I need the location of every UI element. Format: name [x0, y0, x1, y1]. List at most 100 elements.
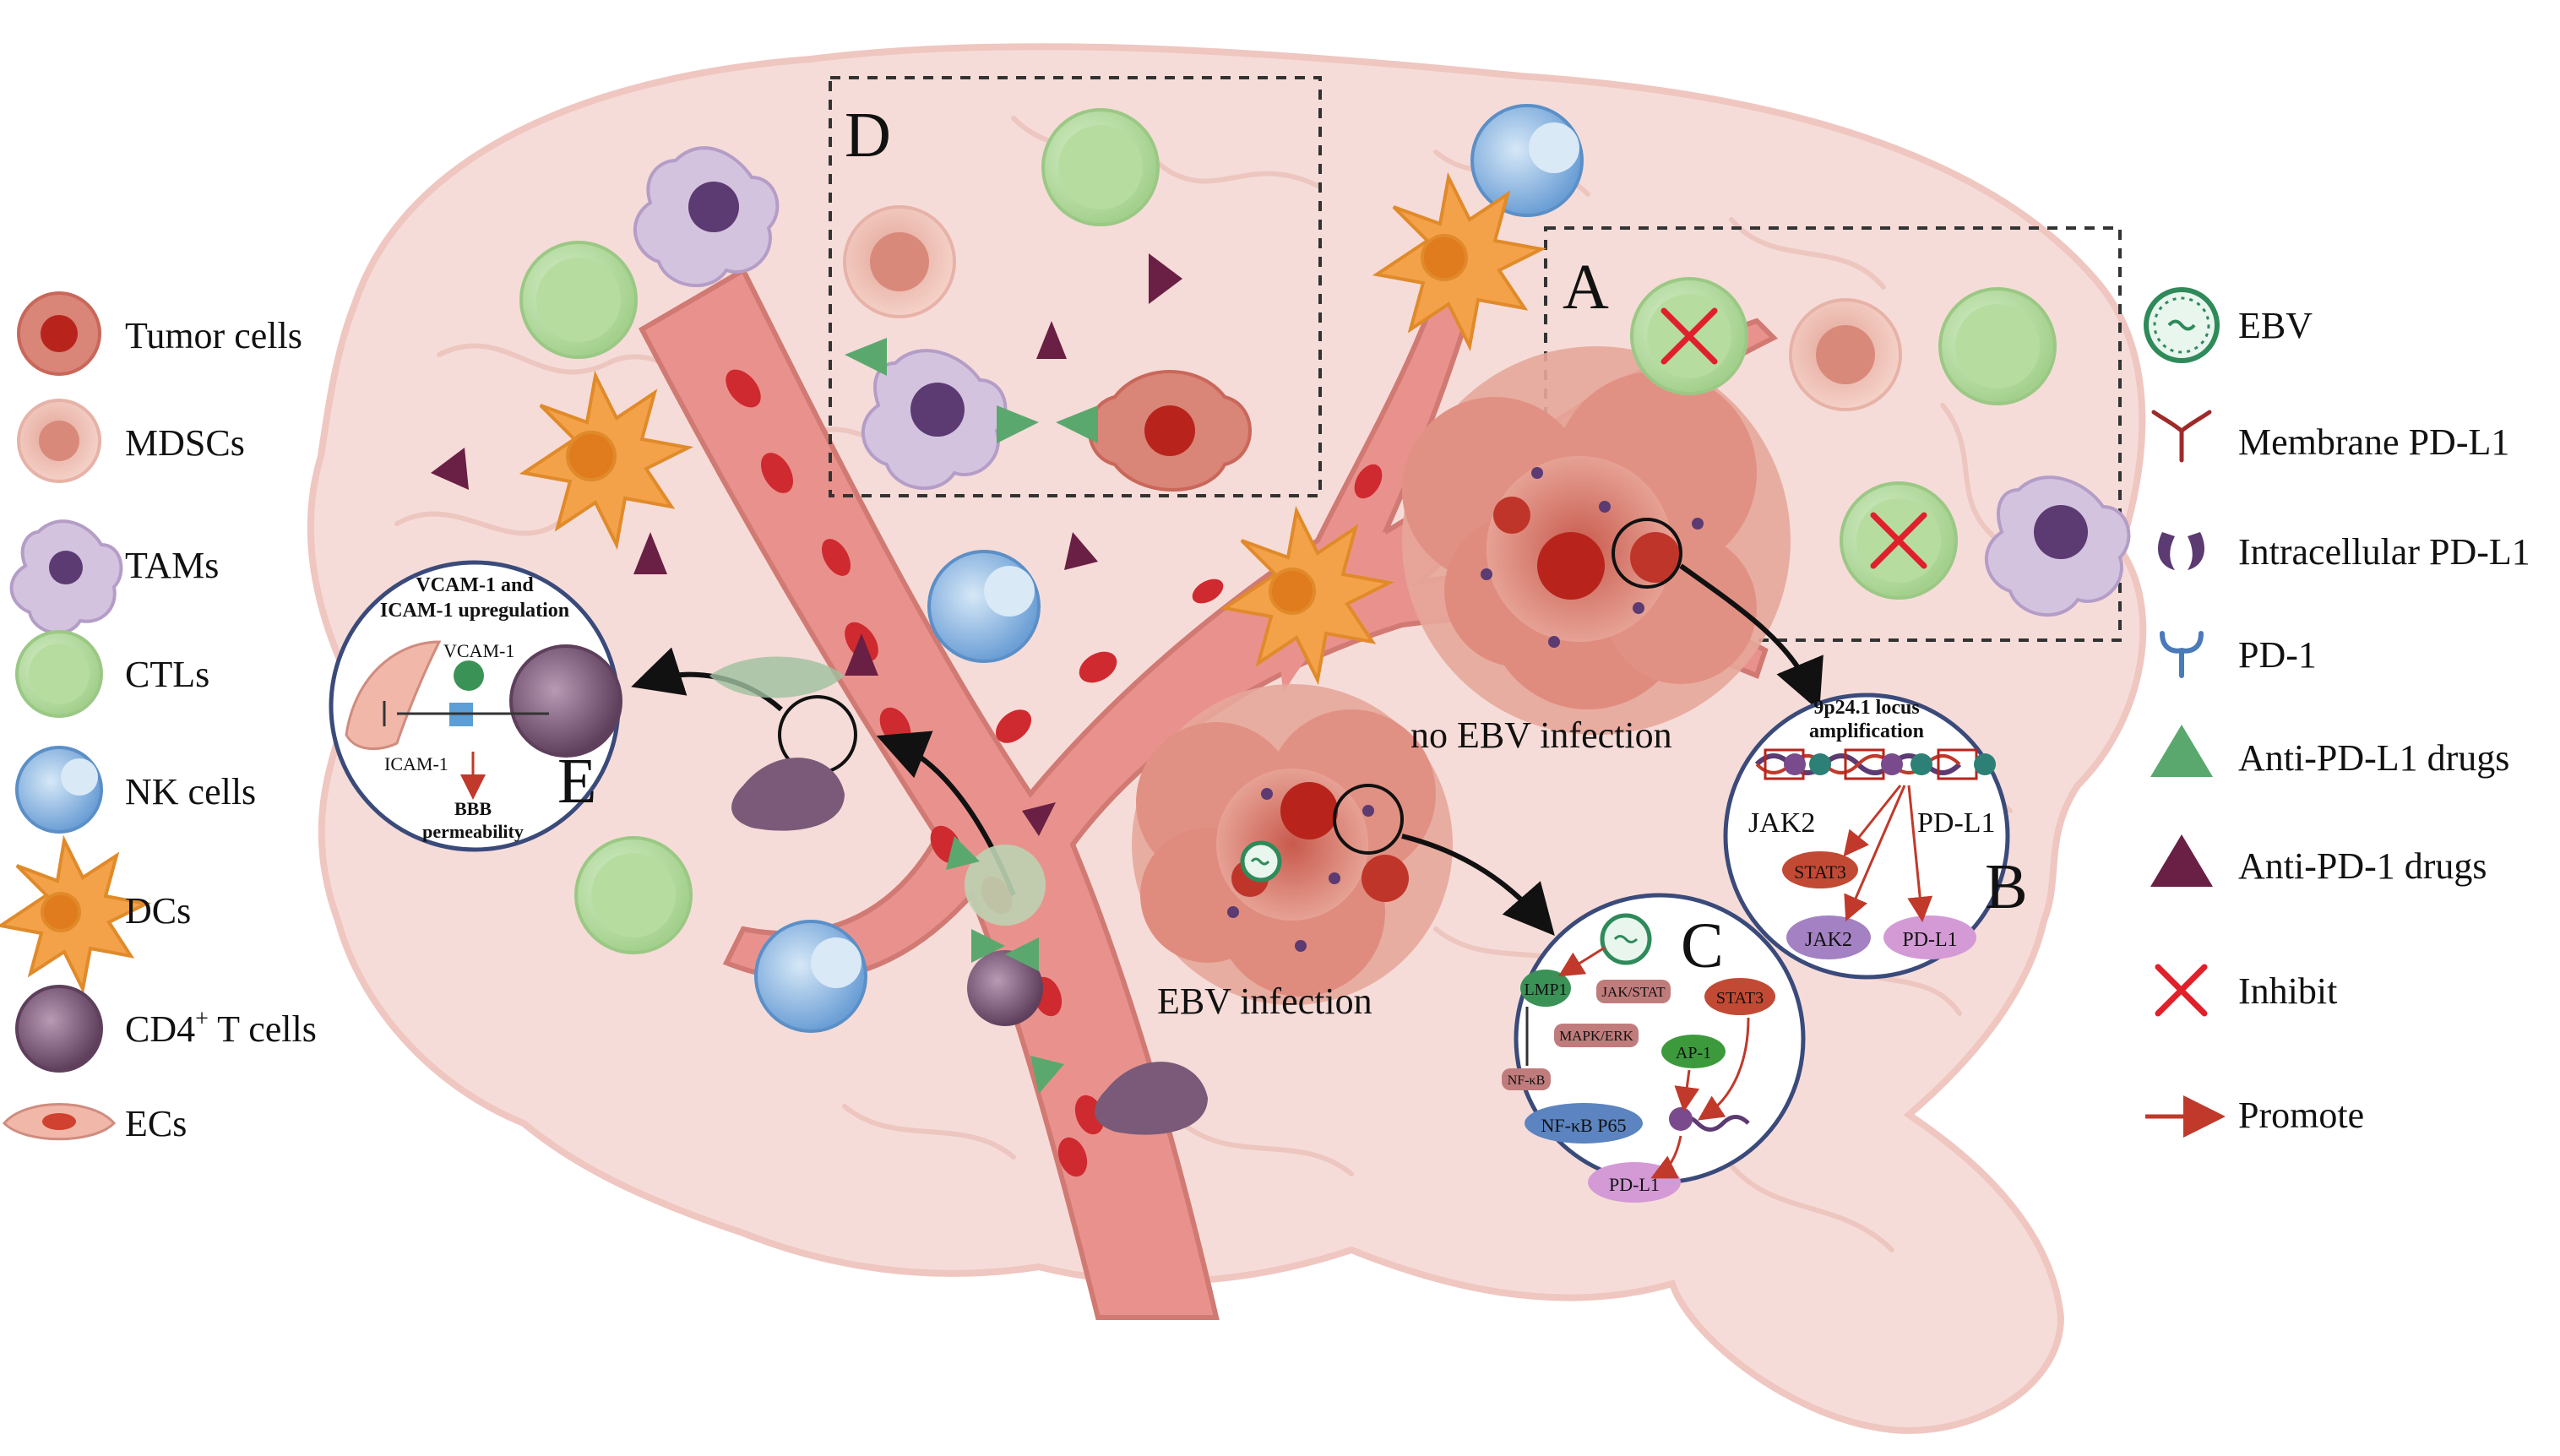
anti-pdl1-drug-icon [2150, 725, 2213, 777]
ctl-cell [519, 241, 638, 359]
ctl-cell [1041, 108, 1160, 226]
mdsc-cell [843, 205, 956, 318]
legend-right-0: EBV [2238, 305, 2313, 346]
pd1-icon [2160, 631, 2204, 678]
dc-cell [519, 370, 694, 551]
panel-b-pdl1-blob-label: PD-L1 [1902, 929, 1957, 951]
dc-icon [0, 834, 152, 995]
panel-c-nfkb: NF-κB [1508, 1073, 1546, 1088]
panel-b-jak2-blob-label: JAK2 [1805, 929, 1852, 951]
zoom-circle-b [1612, 518, 1682, 589]
legend-right-4: Anti-PD-L1 drugs [2238, 737, 2509, 779]
nk-cell [1470, 104, 1584, 217]
panel-e-label: E [557, 746, 596, 817]
stat3-blob-c [1704, 978, 1775, 1015]
nfkb-p65-blob [1525, 1103, 1643, 1144]
legend-right-1: Membrane PD-L1 [2238, 421, 2509, 463]
panel-b-stat3: STAT3 [1794, 861, 1846, 883]
panel-e-vcam: VCAM-1 [443, 640, 514, 661]
tam-icon [9, 519, 123, 635]
anti-pd1-drug-icon [2150, 834, 2213, 887]
ctl-cell [1938, 287, 2057, 405]
tumor-cell-icon [17, 291, 101, 376]
legend-left-0: Tumor cells [125, 315, 302, 356]
legend-left-3: CTLs [125, 654, 209, 695]
legend-right-5: Anti-PD-1 drugs [2238, 845, 2487, 887]
panel-b-jak2-blob [1786, 915, 1871, 959]
panel-c-circle: C LMP1 JAK/STAT STAT3 MAPK/ERK AP-1 NF-κ… [1502, 893, 1806, 1203]
panel-e-title-1: VCAM-1 and [416, 574, 534, 596]
legend-left-5: DCs [125, 890, 191, 932]
legend-right-3: PD-1 [2238, 634, 2317, 676]
cd4-t-cell-in-e [509, 644, 622, 758]
panel-a-label: A [1563, 252, 1609, 323]
panel-b-title-1: 9p24.1 locus [1813, 697, 1919, 719]
legend-left-6: CD4+ T cells [125, 1006, 317, 1050]
lmp1-blob [1520, 970, 1571, 1007]
panel-c-lmp1: LMP1 [1524, 981, 1567, 999]
tumor-mass-ebv [1132, 684, 1453, 1005]
ec-cell [709, 656, 845, 698]
anti-pd1-drugs [431, 253, 1182, 836]
ebv-icon [2144, 287, 2220, 363]
arrow-to-b [1679, 563, 1824, 712]
intracellular-pdl1-icon [2158, 532, 2204, 570]
legend-left-2: TAMs [125, 545, 219, 586]
cd4-t-cell-icon [15, 985, 103, 1073]
tumor-cell [1088, 370, 1252, 492]
panel-e-bbb-2: permeability [422, 821, 524, 842]
no-ebv-infection-label: no EBV infection [1410, 714, 1672, 756]
endothelial-cell-shape [345, 640, 442, 751]
panel-b-jak2: JAK2 [1748, 807, 1815, 839]
ap1-blob [1661, 1035, 1726, 1068]
legend-left-1: MDSCs [125, 422, 245, 464]
legend-left-7: ECs [125, 1103, 187, 1144]
legend-right-7: Promote [2238, 1095, 2364, 1136]
tam-cell [1985, 475, 2131, 617]
dc-cell [1372, 171, 1547, 352]
panel-e-circle: VCAM-1 and ICAM-1 upregulation VCAM-1 IC… [329, 560, 622, 852]
panel-b-pdl1: PD-L1 [1917, 807, 1996, 839]
panel-b-pdl1-blob [1883, 915, 1976, 959]
nk-cell-icon [15, 746, 103, 834]
panel-c-jak-stat: JAK/STAT [1601, 984, 1666, 1000]
membrane-pdl1-icon [2151, 410, 2212, 463]
inhibit-mark [1660, 307, 1927, 569]
panel-c-nfkb-p65: NF-κB P65 [1541, 1115, 1627, 1136]
panel-d-label: D [845, 100, 891, 171]
cd4-t-cell-migrating [1095, 1062, 1208, 1135]
panel-b-circle: 9p24.1 locus amplification JAK2 PD-L1 ST… [1723, 693, 2028, 980]
dc-cell [1220, 505, 1395, 686]
legend-right: EBV Membrane PD-L1 Intracellular PD-L1 P… [2144, 287, 2530, 1138]
anti-pdl1-drugs [845, 338, 1098, 1094]
mdsc-icon [17, 399, 101, 483]
ec-icon [2, 1103, 117, 1141]
arrow-to-c [1401, 834, 1555, 937]
panel-c-pdl1: PD-L1 [1609, 1174, 1660, 1195]
intracellular-pdl1-marks [1227, 467, 1704, 952]
nfkb-box [1502, 1068, 1551, 1090]
nk-cell [927, 550, 1041, 663]
legend-right-2: Intracellular PD-L1 [2238, 531, 2530, 573]
panel-d-box [829, 76, 1322, 497]
ebv-virion-in-tumor [1240, 840, 1282, 883]
ebv-infection-label: EBV infection [1157, 981, 1372, 1022]
legend-left-4: NK cells [125, 771, 256, 812]
panel-e-title-2: ICAM-1 upregulation [380, 600, 569, 622]
panel-e-bbb-1: BBB [454, 798, 492, 819]
tumor-mass-no-ebv [1402, 346, 1791, 735]
panel-e-icam: ICAM-1 [384, 753, 448, 774]
panel-b-label: B [1985, 851, 2028, 922]
legend-left: Tumor cells MDSCs TAMs CTLs NK cells DCs… [0, 291, 317, 1144]
panel-c-ap1: AP-1 [1676, 1044, 1711, 1062]
nk-cell [754, 920, 867, 1033]
mapk-erk-box [1554, 1024, 1639, 1047]
ebv-virion-icon [1600, 913, 1652, 965]
tam-cell [861, 349, 1008, 490]
zoom-circle-c [1333, 784, 1404, 855]
panel-b-title-2: amplification [1809, 720, 1924, 742]
panel-c-mapk-erk: MAPK/ERK [1559, 1028, 1634, 1044]
jak-stat-box [1596, 980, 1671, 1003]
mdsc-cell [1789, 298, 1902, 411]
